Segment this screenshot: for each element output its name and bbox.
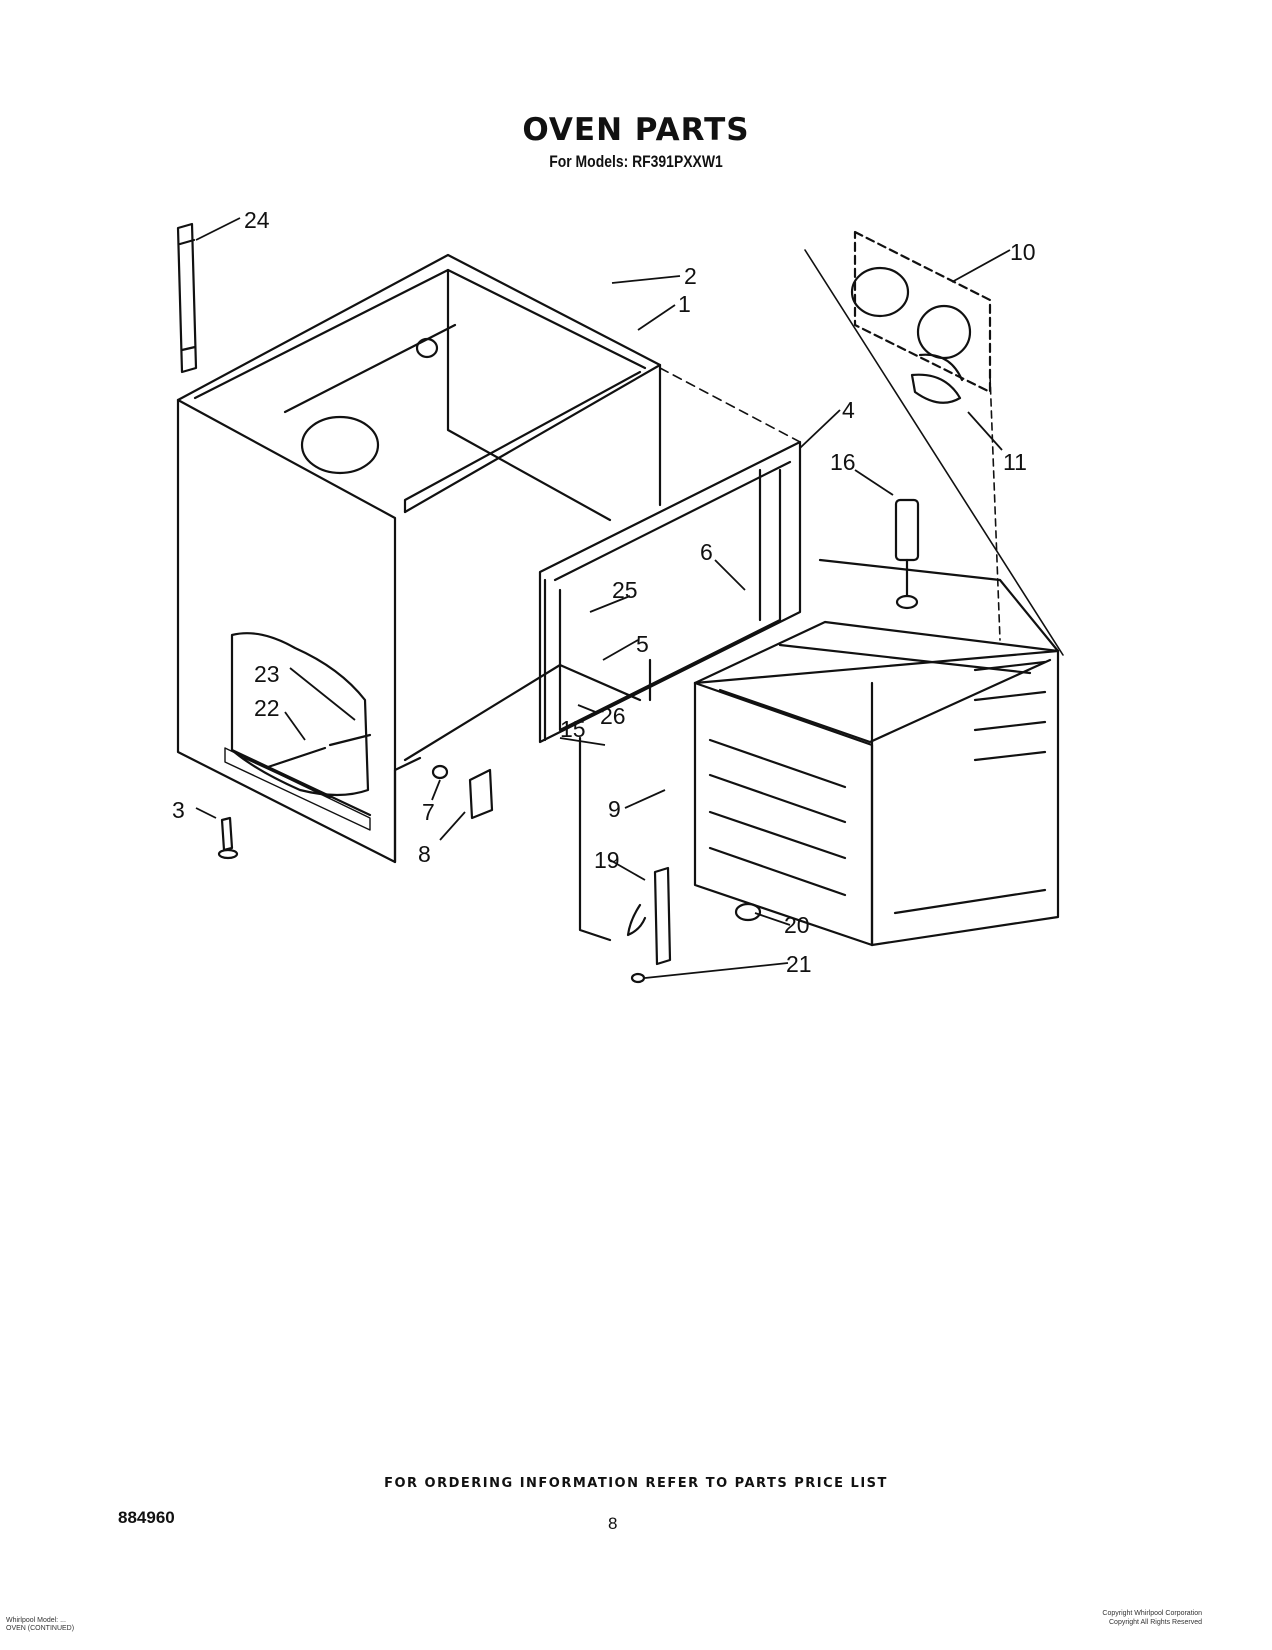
part-19-hinge xyxy=(578,736,762,984)
copyright-notice: Copyright Whirlpool Corporation Copyrigh… xyxy=(1102,1609,1202,1627)
document-number: 884960 xyxy=(118,1508,175,1527)
small-left-line2: OVEN (CONTINUED) xyxy=(6,1625,75,1632)
page-title: OVEN PARTS xyxy=(522,112,750,148)
callout-26: 26 xyxy=(600,703,626,729)
callout-7: 7 xyxy=(422,799,435,825)
callout-11: 11 xyxy=(1003,449,1027,475)
copyright-line2: Copyright All Rights Reserved xyxy=(1109,1619,1202,1626)
part-24-bracket xyxy=(176,222,198,374)
callout-21: 21 xyxy=(786,951,812,977)
callout-24: 24 xyxy=(244,207,270,233)
part-22-23-elements xyxy=(266,733,372,769)
callout-25: 25 xyxy=(612,577,638,603)
part-3-screw xyxy=(217,816,239,860)
callout-20: 20 xyxy=(784,912,810,938)
callout-3: 3 xyxy=(172,797,185,823)
callout-8: 8 xyxy=(418,841,431,867)
ordering-note: FOR ORDERING INFORMATION REFER TO PARTS … xyxy=(384,1476,888,1491)
callout-9: 9 xyxy=(608,796,621,822)
callout-6: 6 xyxy=(700,539,713,565)
part-1-oven-cabinet xyxy=(176,253,662,864)
callout-19: 19 xyxy=(594,847,620,873)
callout-23: 23 xyxy=(254,661,280,687)
small-print-left: Whirlpool Model: ... OVEN (CONTINUED) xyxy=(6,1617,74,1633)
callout-16: 16 xyxy=(830,449,856,475)
callout-15: 15 xyxy=(560,716,586,742)
part-4-front-frame xyxy=(538,440,802,744)
part-10-light-assembly xyxy=(850,230,992,404)
callout-10: 10 xyxy=(1010,239,1036,265)
callout-labels: 24 2 1 10 4 11 16 6 25 5 23 22 26 15 3 7… xyxy=(172,207,1036,977)
callout-1: 1 xyxy=(678,291,691,317)
part-9-oven-cavity xyxy=(693,558,1060,947)
callout-2: 2 xyxy=(684,263,697,289)
model-subtitle: For Models: RF391PXXW1 xyxy=(549,152,723,171)
page-number: 8 xyxy=(608,1514,618,1533)
callout-22: 22 xyxy=(254,695,280,721)
copyright-line1: Copyright Whirlpool Corporation xyxy=(1102,1610,1202,1617)
small-left-line1: Whirlpool Model: ... xyxy=(6,1617,66,1624)
callout-4: 4 xyxy=(842,397,855,423)
part-8-bracket xyxy=(431,764,494,820)
callout-5: 5 xyxy=(636,631,649,657)
part-16-bulb-socket xyxy=(894,498,920,610)
